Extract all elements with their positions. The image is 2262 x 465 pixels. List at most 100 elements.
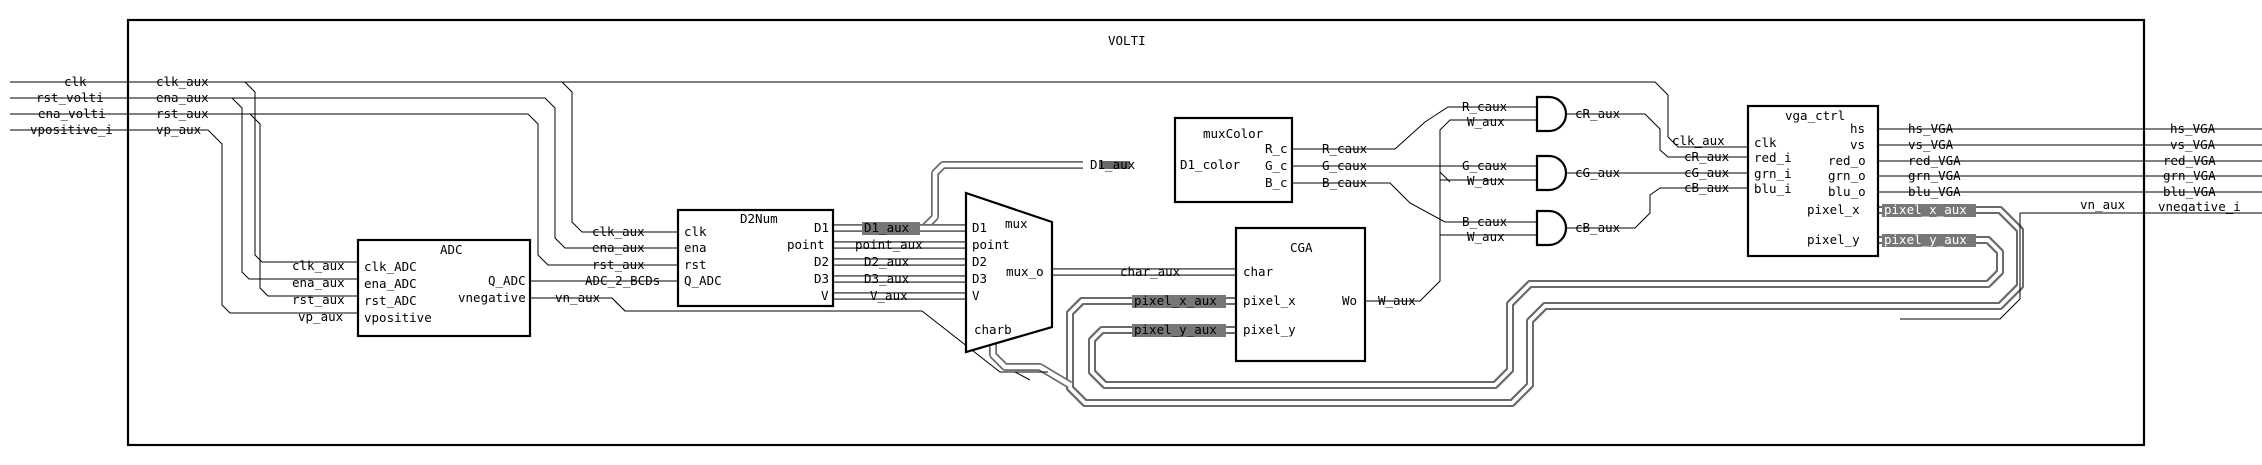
port-out-label: grn_VGA bbox=[2163, 168, 2216, 183]
d2num-pin-in: Q_ADC bbox=[684, 273, 722, 288]
gate-sig-in: R_caux bbox=[1462, 99, 1508, 114]
vga-sig-in: cG_aux bbox=[1684, 165, 1730, 180]
gate-sig-in: W_aux bbox=[1467, 229, 1505, 244]
port-in-aux-label: clk_aux bbox=[156, 74, 209, 89]
cga-pin-in: char bbox=[1243, 264, 1274, 279]
mux-title: mux bbox=[1005, 216, 1028, 231]
port-out-label: blu_VGA bbox=[2163, 184, 2216, 199]
vga-pin-out: blu_o bbox=[1828, 184, 1866, 199]
muxcolor-sig-out: B_caux bbox=[1322, 175, 1368, 190]
mux-pin-in: D2 bbox=[972, 254, 987, 269]
port-in-aux-label: ena_aux bbox=[156, 90, 209, 105]
adc-sig-out: ADC_2_BCDs bbox=[585, 273, 660, 288]
adc-sig-in: clk_aux bbox=[292, 258, 345, 273]
vga-sig-out: red_VGA bbox=[1908, 153, 1961, 168]
port-in-label: clk bbox=[64, 74, 87, 89]
adc-pin-in: clk_ADC bbox=[364, 259, 417, 274]
port-in-label: vpositive_i bbox=[30, 122, 113, 137]
mux-block[interactable]: mux D1 point D2 D3 V mux_o charb bbox=[964, 191, 1054, 354]
d2num-pin-out: point bbox=[787, 237, 825, 252]
gate-sig-out: cB_aux bbox=[1575, 220, 1621, 235]
cga-title: CGA bbox=[1290, 240, 1313, 255]
vga-pin-out: red_o bbox=[1828, 153, 1866, 168]
adc-sig-in: vp_aux bbox=[298, 309, 344, 324]
d2num-pin-out: D1 bbox=[814, 220, 829, 235]
port-in-label: ena_volti bbox=[38, 106, 106, 121]
vga-sig-in: clk_aux bbox=[1672, 133, 1725, 148]
mux-pin-in: D3 bbox=[972, 271, 987, 286]
d2num-sig-in: ena_aux bbox=[592, 240, 645, 255]
vga-pin-in: blu_i bbox=[1754, 181, 1792, 196]
and-gate-g[interactable] bbox=[1535, 154, 1568, 192]
vga-sig-out: blu_VGA bbox=[1908, 184, 1961, 199]
vga-sig-out: vs_VGA bbox=[1908, 137, 1954, 152]
vga-sig-in: cB_aux bbox=[1684, 180, 1730, 195]
muxcolor-sig-out: R_caux bbox=[1322, 141, 1368, 156]
cga-sig-out: W_aux bbox=[1378, 293, 1416, 308]
vga-pin-in: red_i bbox=[1754, 150, 1792, 165]
gate-sig-in: W_aux bbox=[1467, 173, 1505, 188]
muxcolor-title: muxColor bbox=[1203, 126, 1264, 141]
vga-sig-out: hs_VGA bbox=[1908, 121, 1954, 136]
vga-title: vga_ctrl bbox=[1785, 108, 1845, 123]
cga-block[interactable]: CGA char pixel_x pixel_y Wo bbox=[1234, 226, 1367, 363]
port-in-label: rst_volti bbox=[36, 90, 104, 105]
mux-pin-in: V bbox=[972, 288, 980, 303]
vga-pin-out: pixel_x bbox=[1807, 202, 1860, 217]
d2num-pin-in: ena bbox=[684, 240, 707, 255]
adc-pin-in: vpositive bbox=[364, 310, 432, 325]
port-in-aux-label: rst_aux bbox=[156, 106, 209, 121]
vga-bus-out: pixel_y_aux bbox=[1884, 232, 1967, 247]
cga-pin-in: pixel_x bbox=[1243, 293, 1296, 308]
adc-pin-in: rst_ADC bbox=[364, 293, 417, 308]
d2num-sig-out: D1_aux bbox=[864, 220, 910, 235]
d2num-sig-in: rst_aux bbox=[592, 257, 645, 272]
adc-pin-out: vnegative bbox=[458, 290, 526, 305]
adc-pin-in: ena_ADC bbox=[364, 276, 417, 291]
adc-pin-out: Q_ADC bbox=[488, 273, 526, 288]
muxcolor-pin-out: G_c bbox=[1265, 158, 1288, 173]
d2num-sig-in: clk_aux bbox=[592, 224, 645, 239]
signal-labels: clk rst_volti ena_volti vpositive_i clk_… bbox=[30, 74, 2241, 337]
d2num-sig-out: D3_aux bbox=[864, 271, 910, 286]
d2num-pin-out: D2 bbox=[814, 254, 829, 269]
mux-pin-out: mux_o bbox=[1006, 264, 1044, 279]
cga-sig-in: pixel_y_aux bbox=[1134, 322, 1217, 337]
vga-pin-in: grn_i bbox=[1754, 166, 1792, 181]
port-out-label: hs_VGA bbox=[2170, 121, 2216, 136]
and-gate-b[interactable] bbox=[1535, 209, 1568, 247]
mux-pin-in: point bbox=[972, 237, 1010, 252]
mux-pin-in: D1 bbox=[972, 220, 987, 235]
vga-sig-in: cR_aux bbox=[1684, 149, 1730, 164]
vga-pin-out: pixel_y bbox=[1807, 232, 1860, 247]
port-out-label: red_VGA bbox=[2163, 153, 2216, 168]
vga-pin-out: hs bbox=[1850, 121, 1865, 136]
vga-pin-in: clk bbox=[1754, 135, 1777, 150]
gate-sig-in: W_aux bbox=[1467, 114, 1505, 129]
vga-pin-out: vs bbox=[1850, 137, 1865, 152]
muxcolor-block[interactable]: muxColor D1_color R_c G_c B_c bbox=[1173, 116, 1294, 204]
frame-title: VOLTI bbox=[1108, 33, 1146, 48]
and-gate-r[interactable] bbox=[1535, 95, 1568, 133]
d2num-pin-in: rst bbox=[684, 257, 707, 272]
d2num-block[interactable]: D2Num clk ena rst Q_ADC D1 point D2 D3 V bbox=[676, 208, 835, 308]
gate-sig-out: cG_aux bbox=[1575, 165, 1621, 180]
adc-sig-in: ena_aux bbox=[292, 275, 345, 290]
vga-ctrl-block[interactable]: vga_ctrl clk red_i grn_i blu_i hs vs red… bbox=[1746, 104, 1880, 258]
adc-title: ADC bbox=[440, 242, 463, 257]
vn-aux-label: vn_aux bbox=[2080, 197, 2126, 212]
gate-sig-in: B_caux bbox=[1462, 214, 1508, 229]
muxcolor-pin-out: R_c bbox=[1265, 141, 1288, 156]
port-in-aux-label: vp_aux bbox=[156, 122, 202, 137]
adc-block[interactable]: ADC clk_ADC ena_ADC rst_ADC vpositive Q_… bbox=[356, 238, 532, 338]
d2num-pin-in: clk bbox=[684, 224, 707, 239]
adc-sig-out: vn_aux bbox=[555, 290, 601, 305]
vga-sig-out: grn_VGA bbox=[1908, 168, 1961, 183]
port-out-label: vnegative_i bbox=[2158, 199, 2241, 214]
gate-sig-out: cR_aux bbox=[1575, 106, 1621, 121]
cga-sig-in: pixel_x_aux bbox=[1134, 293, 1217, 308]
gate-sig-in: G_caux bbox=[1462, 158, 1508, 173]
vga-pin-out: grn_o bbox=[1828, 168, 1866, 183]
vga-bus-out: pixel_x_aux bbox=[1884, 202, 1967, 217]
cga-pin-in: pixel_y bbox=[1243, 322, 1296, 337]
